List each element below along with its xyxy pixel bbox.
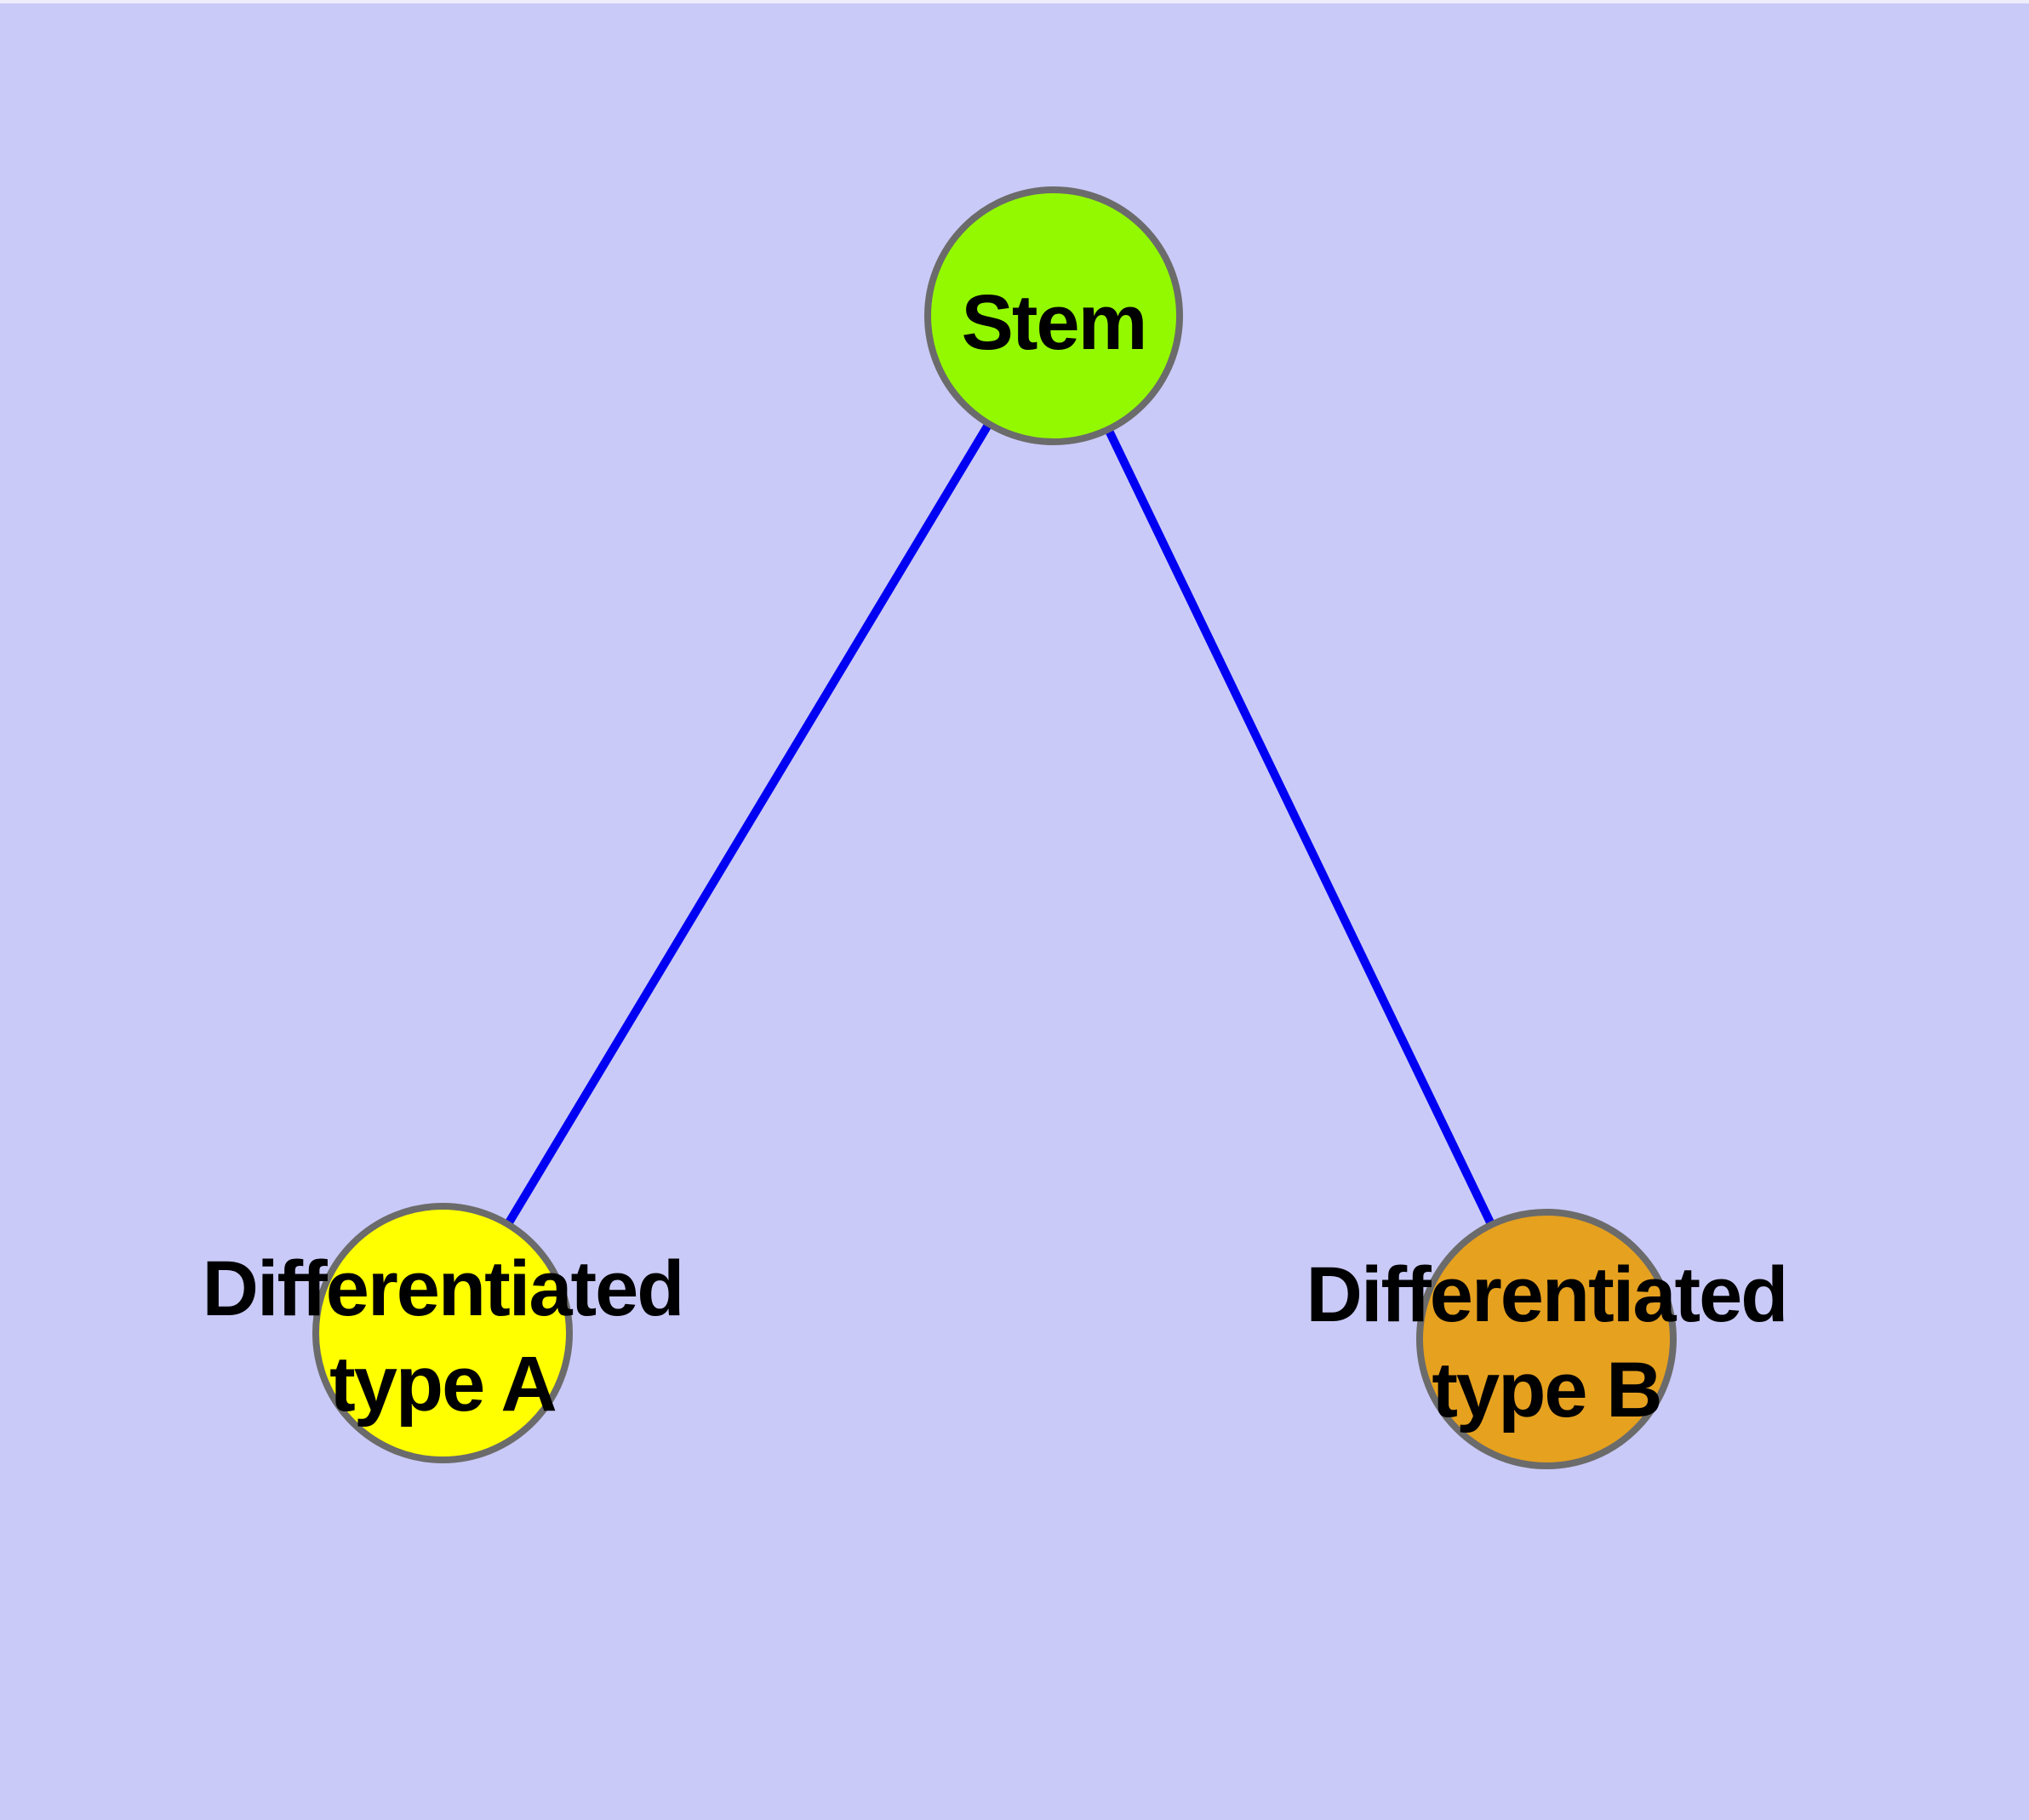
node-differentiated-type-b-circle	[1416, 1209, 1677, 1469]
node-differentiated-type-b-label-line1: Differentiated	[1306, 1251, 1787, 1338]
node-differentiated-type-a: Differentiated type A	[203, 1203, 684, 1463]
edge-stem-to-type-b	[1049, 313, 1551, 1342]
node-differentiated-type-a-circle	[312, 1203, 573, 1463]
canvas-top-edge	[0, 0, 2029, 3]
node-stem-circle	[924, 186, 1183, 445]
node-differentiated-type-b-label-line2: type B	[1432, 1347, 1660, 1434]
node-stem: Stem	[924, 186, 1183, 445]
node-differentiated-type-b: Differentiated type B	[1306, 1209, 1788, 1469]
node-differentiated-type-a-label-line1: Differentiated	[203, 1245, 683, 1332]
node-stem-label: Stem	[962, 279, 1146, 366]
edge-group	[438, 313, 1551, 1342]
edge-stem-to-type-a	[438, 313, 1058, 1336]
node-differentiated-type-a-label-line2: type A	[329, 1341, 556, 1428]
